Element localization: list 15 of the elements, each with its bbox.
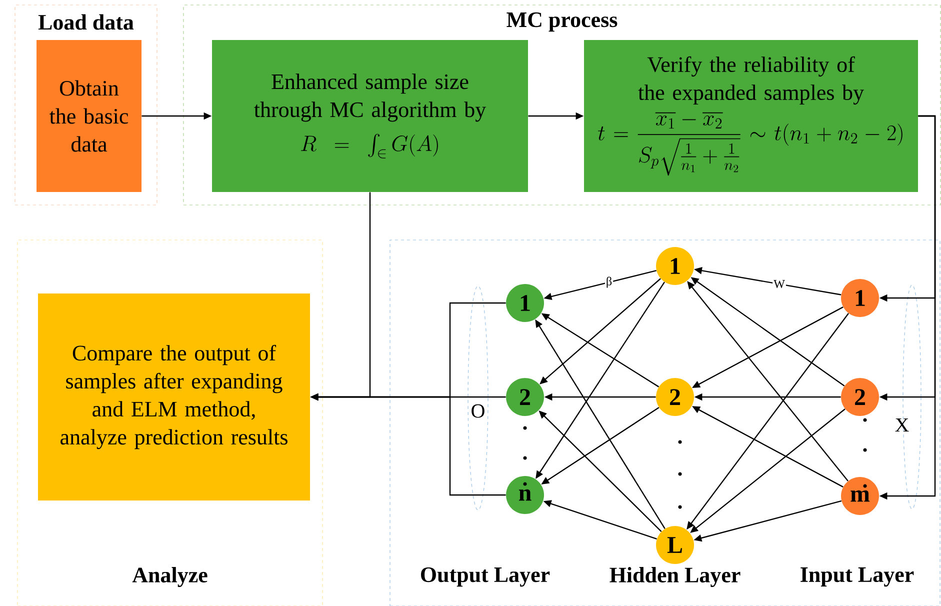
layer-label: O [472,404,484,418]
dashed-frame [390,240,940,606]
section-title: Analyze [132,567,208,588]
layer-label: Output Layer [421,567,550,587]
section-title: MC process [506,12,618,32]
edge-label: W [772,279,786,290]
layer-label: X [895,418,909,432]
process-box: Enhanced sample size through MC algorithm by $R=\int_{\in} G(A)$ [212,40,528,192]
edge-label: β [604,276,614,289]
section-title: Load data [38,14,134,30]
layer-label: Input Layer [800,567,914,587]
process-box: Obtain the basic data [36,40,142,192]
process-box: Verify the reliability of the expanded samples by $t=\frac{\overline{x_1}-\overline{x_2}}{S_p\sqrt{\frac{1}{n_1}+\frac{1}{n_2}}}\sim t(n_1+n_2-2)$ [584,40,918,192]
process-box: Compare the output of samples after expanding and ELM method, analyze prediction results [38,294,310,500]
layer-label: Hidden Layer [610,567,740,588]
